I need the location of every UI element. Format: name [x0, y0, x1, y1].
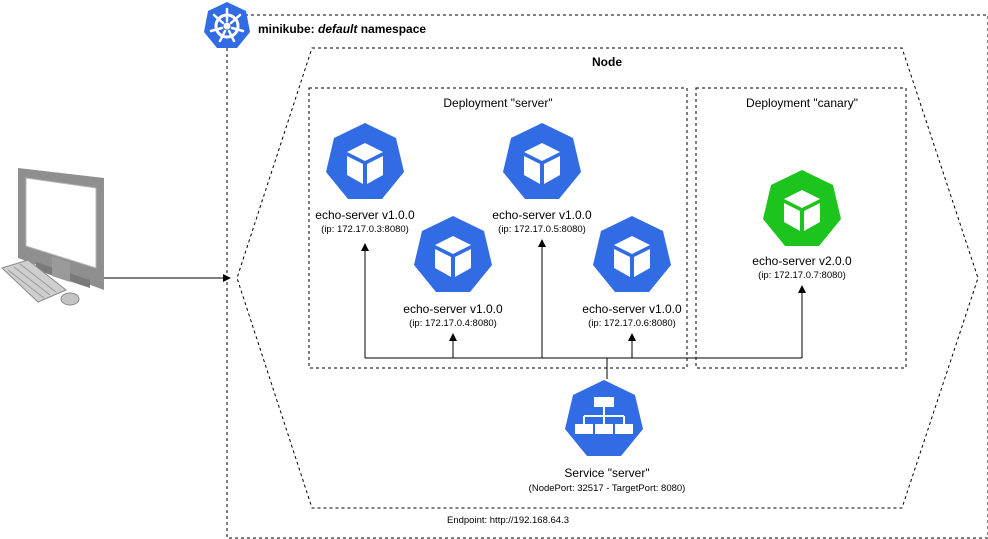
pod-4-name: echo-server v1.0.0	[582, 302, 682, 316]
pod-1-icon	[326, 123, 404, 199]
namespace-name: default	[318, 22, 358, 36]
deployment-canary-box	[695, 87, 907, 369]
pod-2-name: echo-server v1.0.0	[492, 208, 592, 222]
pod-2-icon	[503, 123, 581, 199]
pod-1-ip: (ip: 172.17.0.3:8080)	[321, 224, 409, 235]
pod-1-name: echo-server v1.0.0	[315, 208, 415, 222]
desktop-computer-icon	[1, 168, 104, 306]
pod-5-name: echo-server v2.0.0	[752, 254, 852, 268]
pod-4-icon	[593, 216, 671, 292]
pod-5-icon	[763, 170, 841, 246]
service-ports: (NodePort: 32517 - TargetPort: 8080)	[528, 483, 686, 494]
pod-5-ip: (ip: 172.17.0.7:8080)	[758, 270, 846, 281]
node-title: Node	[592, 55, 622, 69]
namespace-cluster: minikube:	[258, 22, 315, 36]
kubernetes-icon	[204, 2, 250, 48]
service-icon	[565, 380, 643, 456]
pod-3-name: echo-server v1.0.0	[403, 302, 503, 316]
node-boundary	[236, 47, 979, 509]
pod-3-ip: (ip: 172.17.0.4:8080)	[409, 318, 497, 329]
deployment-canary-title: Deployment "canary"	[746, 96, 858, 110]
service-connections	[361, 239, 806, 379]
deployment-server-title: Deployment "server"	[443, 96, 553, 110]
namespace-title: minikube: default namespace	[258, 22, 426, 36]
deployment-server-box	[308, 87, 688, 369]
pod-3-icon	[414, 216, 492, 292]
pod-2-ip: (ip: 172.17.0.5:8080)	[498, 224, 586, 235]
namespace-suffix: namespace	[360, 22, 427, 36]
pod-4-ip: (ip: 172.17.0.6:8080)	[588, 318, 676, 329]
service-name: Service "server"	[564, 466, 650, 480]
endpoint-label: Endpoint: http://192.168.64.3	[446, 515, 570, 526]
